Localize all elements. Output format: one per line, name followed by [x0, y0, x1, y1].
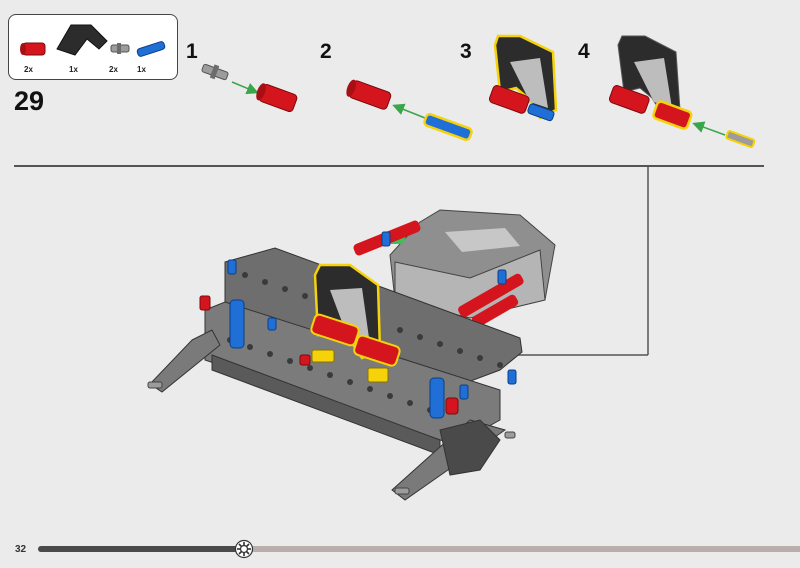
- gray-pin-icon: [110, 43, 130, 54]
- substep-number: 3: [460, 40, 472, 63]
- substep-4-illustration: [608, 35, 756, 149]
- substep-1-illustration: [201, 63, 298, 112]
- progress-bar: [38, 546, 800, 552]
- parts-list-callout: 2x 1x 2x 1x: [8, 14, 178, 80]
- assembly-arrow-icon: [392, 103, 426, 119]
- parts-list-illustration: [20, 24, 166, 57]
- assembly-arrow-icon: [231, 81, 259, 95]
- qty-label: 1x: [69, 65, 78, 74]
- blue-pins: [227, 231, 517, 419]
- qty-label: 1x: [137, 65, 146, 74]
- progress-bar-fill: [38, 546, 244, 552]
- blue-axle-pin-icon: [136, 41, 166, 57]
- qty-label: 2x: [109, 65, 118, 74]
- step-divider: [14, 165, 764, 167]
- substep-number: 1: [186, 40, 198, 63]
- substep-illustrations: [201, 34, 756, 149]
- qty-label: 2x: [24, 65, 33, 74]
- assembly-arrow-icon: [692, 121, 726, 136]
- step-number: 29: [14, 86, 45, 116]
- substep-number: 2: [320, 40, 332, 63]
- substep-3-illustration: [488, 34, 558, 122]
- new-submodel-highlight: [310, 263, 401, 367]
- page-number: 32: [15, 544, 27, 555]
- black-panel-icon: [56, 24, 108, 56]
- substep-2-illustration: [346, 79, 473, 141]
- left-arm: [149, 329, 221, 393]
- substep-number: 4: [578, 40, 590, 63]
- red-axle-connector-icon: [20, 42, 46, 56]
- gear-icon: [234, 539, 254, 559]
